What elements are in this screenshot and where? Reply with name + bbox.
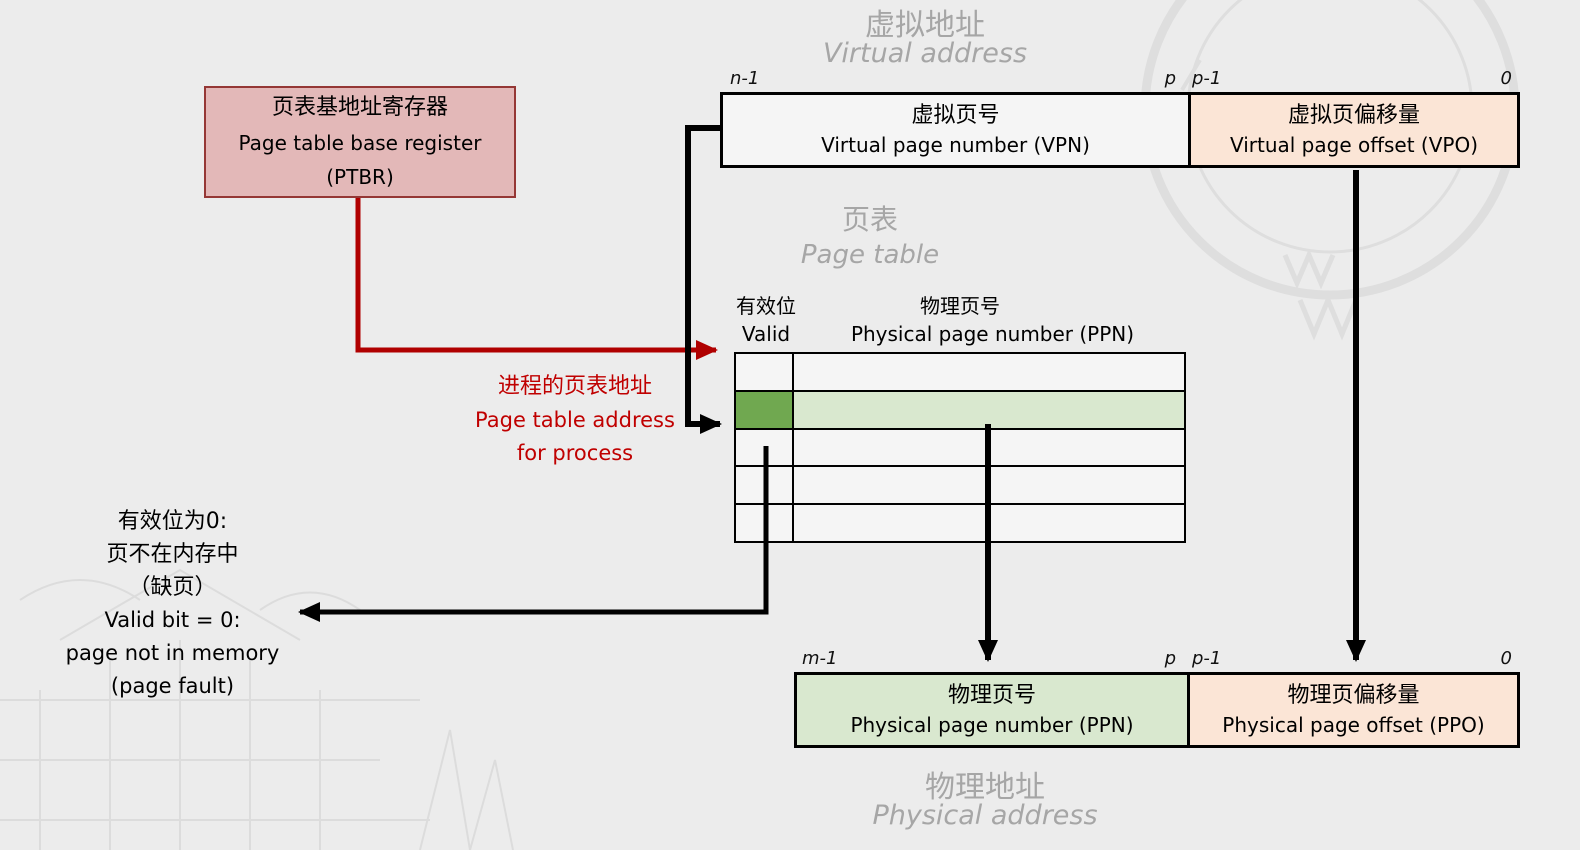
vpo-field: 虚拟页偏移量 Virtual page offset (VPO) — [1188, 95, 1517, 165]
ppn-cell — [794, 391, 1184, 428]
page-table-rows — [734, 352, 1186, 543]
page-table-row — [736, 429, 1184, 468]
ptbr-label-zh: 页表基地址寄存器 — [271, 95, 448, 120]
ppn-cell — [794, 467, 1184, 503]
physical-address-title-zh: 物理地址 — [925, 770, 1045, 805]
page-table-title-en: Page table — [800, 240, 940, 270]
arrow-ptbr-to-table — [355, 198, 718, 360]
pa-bit-0: 0 — [1500, 648, 1512, 669]
page-fault-line: page not in memory — [65, 641, 280, 665]
page-fault-line: (page fault) — [110, 674, 235, 698]
page-fault-line: 有效位为0: — [117, 509, 228, 534]
ppo-label-zh: 物理页偏移量 — [1287, 683, 1420, 708]
ppn-cell — [794, 505, 1184, 541]
page-fault-note: 有效位为0: 页不在内存中 （缺页） Valid bit = 0: page n… — [25, 505, 320, 703]
page-table-title-zh: 页表 — [841, 203, 898, 236]
page-table-address-note: 进程的页表地址 Page table address for process — [440, 370, 710, 470]
vpn-label-zh: 虚拟页号 — [911, 103, 1000, 128]
ptbr-abbrev: (PTBR) — [326, 165, 394, 189]
physical-address-box: 物理页号 Physical page number (PPN) 物理页偏移量 P… — [794, 672, 1520, 748]
valid-bit-cell — [736, 429, 794, 466]
virtual-address-box: 虚拟页号 Virtual page number (VPN) 虚拟页偏移量 Vi… — [720, 92, 1520, 168]
arrow-valid-to-fault-note — [298, 446, 769, 622]
ppn-label-zh: 物理页号 — [947, 683, 1036, 708]
vpn-label-en: Virtual page number (VPN) — [821, 133, 1090, 157]
valid-bit-cell — [736, 505, 794, 541]
ppn-col-header-en: Physical page number (PPN) — [850, 322, 1135, 346]
ppo-label-en: Physical page offset (PPO) — [1222, 713, 1485, 737]
pa-bit-p-1: p-1 — [1192, 648, 1222, 669]
ptbr-label-en: Page table base register — [238, 131, 482, 155]
ppn-col-header-zh: 物理页号 — [920, 294, 1000, 318]
valid-col-header-en: Valid — [741, 322, 791, 346]
vpn-field: 虚拟页号 Virtual page number (VPN) — [723, 95, 1188, 165]
page-table-row — [736, 505, 1184, 541]
valid-bit-cell — [736, 391, 794, 428]
pt-address-note-en1: Page table address — [475, 408, 675, 432]
va-bit-0: 0 — [1500, 68, 1512, 89]
ppo-field: 物理页偏移量 Physical page offset (PPO) — [1187, 675, 1517, 745]
page-fault-line: （缺页） — [128, 575, 217, 600]
page-table-row — [736, 467, 1184, 506]
ppn-field: 物理页号 Physical page number (PPN) — [797, 675, 1187, 745]
page-fault-line: 页不在内存中 — [106, 542, 239, 567]
pa-bit-m-1: m-1 — [802, 648, 838, 669]
ptbr-box: 页表基地址寄存器 Page table base register (PTBR) — [204, 86, 516, 198]
ppn-cell — [794, 430, 1184, 466]
page-table-row — [736, 354, 1184, 392]
physical-address-title-en: Physical address — [872, 800, 1098, 831]
virtual-address-title-en: Virtual address — [822, 38, 1028, 69]
valid-bit-cell — [736, 354, 794, 390]
page-table-row — [736, 391, 1184, 430]
vpo-label-en: Virtual page offset (VPO) — [1229, 133, 1479, 157]
pt-address-note-zh: 进程的页表地址 — [497, 374, 652, 399]
pt-address-note-en2: for process — [516, 441, 634, 465]
pa-bit-p: p — [1164, 648, 1176, 669]
va-bit-p-1: p-1 — [1192, 68, 1222, 89]
va-bit-n-1: n-1 — [730, 68, 760, 89]
page-fault-line: Valid bit = 0: — [104, 608, 241, 632]
ppn-cell — [794, 354, 1184, 390]
valid-col-header-zh: 有效位 — [736, 294, 796, 318]
vpo-label-zh: 虚拟页偏移量 — [1287, 103, 1420, 128]
va-bit-p: p — [1164, 68, 1176, 89]
virtual-address-title-zh: 虚拟地址 — [865, 8, 985, 43]
ppn-label-en: Physical page number (PPN) — [850, 713, 1134, 737]
valid-bit-cell — [736, 467, 794, 504]
